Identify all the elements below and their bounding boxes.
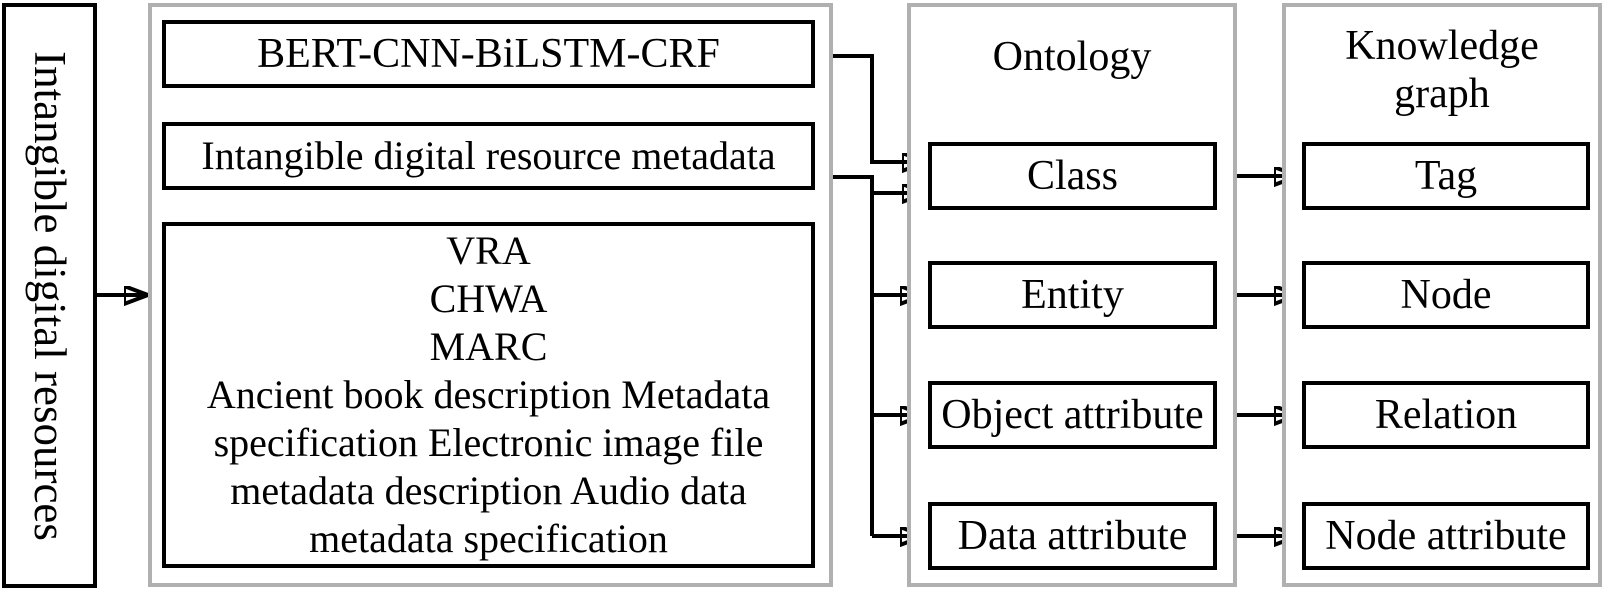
connector-model-to-class xyxy=(815,54,926,162)
ontology-box-entity: Entity xyxy=(928,261,1217,329)
knowledge-graph-title-line: Knowledge xyxy=(1345,23,1539,69)
ontology-box-object-attribute: Object attribute xyxy=(928,381,1217,449)
model-box-label: BERT-CNN-BiLSTM-CRF xyxy=(257,30,720,77)
knowledge-graph-box-node: Node xyxy=(1302,261,1590,329)
knowledge-graph-box-node-attribute: Node attribute xyxy=(1302,502,1590,570)
ontology-panel-title: Ontology xyxy=(992,34,1152,80)
knowledge-graph-box-node-label: Node xyxy=(1400,271,1492,318)
standards-line: specification Electronic image file xyxy=(213,420,764,465)
ontology-box-class: Class xyxy=(928,142,1217,210)
ontology-box-data-attribute: Data attribute xyxy=(928,502,1217,570)
standards-line: metadata description Audio data xyxy=(230,468,747,513)
standards-box-text: VRA CHWA MARC Ancient book description M… xyxy=(207,227,770,563)
standards-box: VRA CHWA MARC Ancient book description M… xyxy=(162,222,815,568)
ontology-box-object-attribute-label: Object attribute xyxy=(941,391,1204,438)
standards-line: Ancient book description Metadata xyxy=(206,372,771,417)
standards-line: CHWA xyxy=(429,276,548,321)
standards-line: VRA xyxy=(446,228,531,273)
connector-metadata-to-class xyxy=(815,175,926,193)
source-box: Intangible digital resources xyxy=(2,3,97,588)
source-box-label: Intangible digital resources xyxy=(24,50,75,541)
metadata-box-label: Intangible digital resource metadata xyxy=(201,133,776,178)
knowledge-graph-box-tag: Tag xyxy=(1302,142,1590,210)
knowledge-graph-box-relation-label: Relation xyxy=(1374,391,1518,438)
knowledge-graph-box-tag-label: Tag xyxy=(1414,152,1478,199)
metadata-box: Intangible digital resource metadata xyxy=(162,122,815,190)
standards-line: MARC xyxy=(429,324,548,369)
ontology-box-data-attribute-label: Data attribute xyxy=(957,512,1188,559)
model-box: BERT-CNN-BiLSTM-CRF xyxy=(162,20,815,88)
knowledge-graph-title-line: graph xyxy=(1394,71,1490,117)
knowledge-graph-box-relation: Relation xyxy=(1302,381,1590,449)
ontology-box-entity-label: Entity xyxy=(1021,271,1124,318)
knowledge-graph-panel-title: Knowledge graph xyxy=(1282,22,1602,118)
ontology-box-class-label: Class xyxy=(1026,152,1118,199)
standards-line: metadata specification xyxy=(309,516,668,561)
knowledge-graph-box-node-attribute-label: Node attribute xyxy=(1325,512,1567,559)
